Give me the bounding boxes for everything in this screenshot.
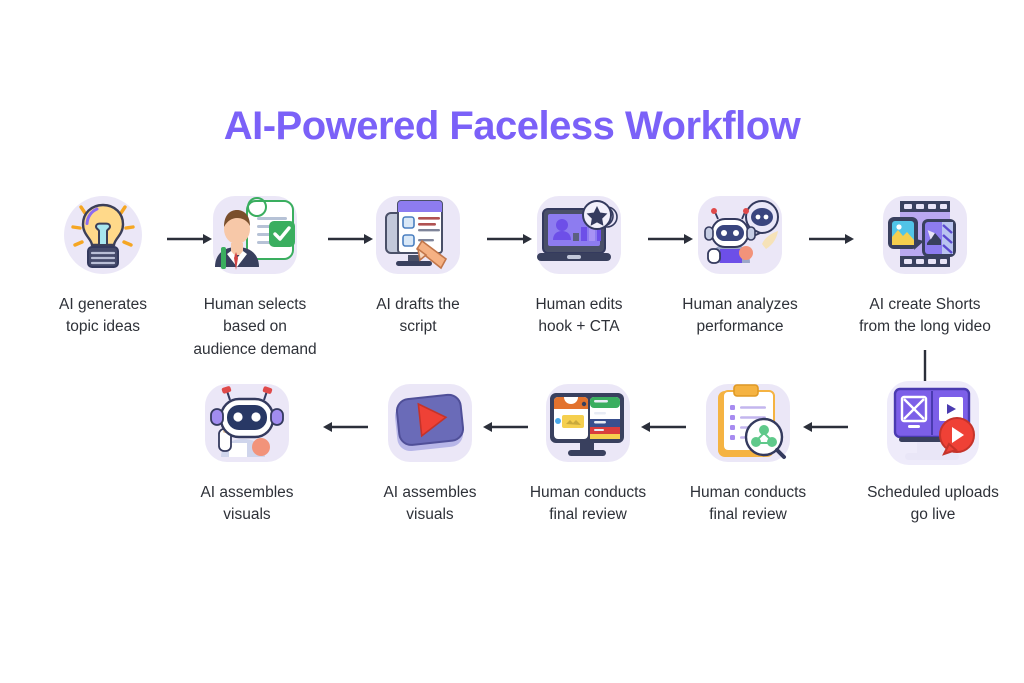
film-strip-images-icon [850,190,1000,280]
play-button-icon [355,378,505,468]
workflow-step-1-label: AI generates topic ideas [59,296,147,336]
workflow-step-6: AI create Shorts from the long video [850,190,1000,339]
lightbulb-icon [28,190,178,280]
workflow-step-4: Human edits hook + CTA [504,190,654,339]
workflow-step-1: AI generates topic ideas [28,190,178,339]
page-title: AI-Powered Faceless Workflow [223,104,801,148]
workflow-step-8-label: Human conducts final review [689,484,807,524]
clipboard-magnifier-icon [673,378,823,468]
connector-arrow-4 [648,232,694,246]
robot-head-icon [172,378,322,468]
robot-chat-icon [665,190,815,280]
workflow-step-5: Human analyzes performance [665,190,815,339]
workflow-step-11-label: AI assembles visuals [200,484,294,524]
workflow-step-6-label: AI create Shorts from the long video [859,296,991,336]
connector-arrow-8 [482,420,528,434]
connector-arrow-7 [640,420,686,434]
laptop-analytics-star-icon [504,190,654,280]
workflow-step-11: AI assembles visuals [172,378,322,527]
connector-arrow-5 [809,232,855,246]
monitor-panels-icon [513,378,663,468]
workflow-step-5-label: Human analyzes performance [682,296,798,336]
workflow-step-7: Scheduled uploads go live [858,378,1008,527]
workflow-step-8: Human conducts final review [673,378,823,527]
workflow-step-7-label: Scheduled uploads go live [867,484,999,524]
monitor-document-pencil-icon [343,190,493,280]
workflow-step-10: AI assembles visuals [355,378,505,527]
workflow-step-9: Human conducts final review [513,378,663,527]
workflow-step-9-label: Human conducts final review [529,484,647,524]
workflow-step-4-label: Human edits hook + CTA [535,296,623,336]
workflow-step-3-label: AI drafts the script [376,296,460,336]
person-checklist-icon [180,190,330,280]
connector-arrow-3 [487,232,533,246]
workflow-step-3: AI drafts the script [343,190,493,339]
connector-arrow-9 [322,420,368,434]
workflow-step-2: Human selects based on audience demand [180,190,330,361]
workflow-step-10-label: AI assembles visuals [383,484,477,524]
connector-arrow-2 [328,232,374,246]
monitor-play-bubble-icon [858,378,1008,468]
connector-arrow-1 [167,232,213,246]
workflow-step-2-label: Human selects based on audience demand [193,296,317,358]
connector-arrow-6 [802,420,848,434]
